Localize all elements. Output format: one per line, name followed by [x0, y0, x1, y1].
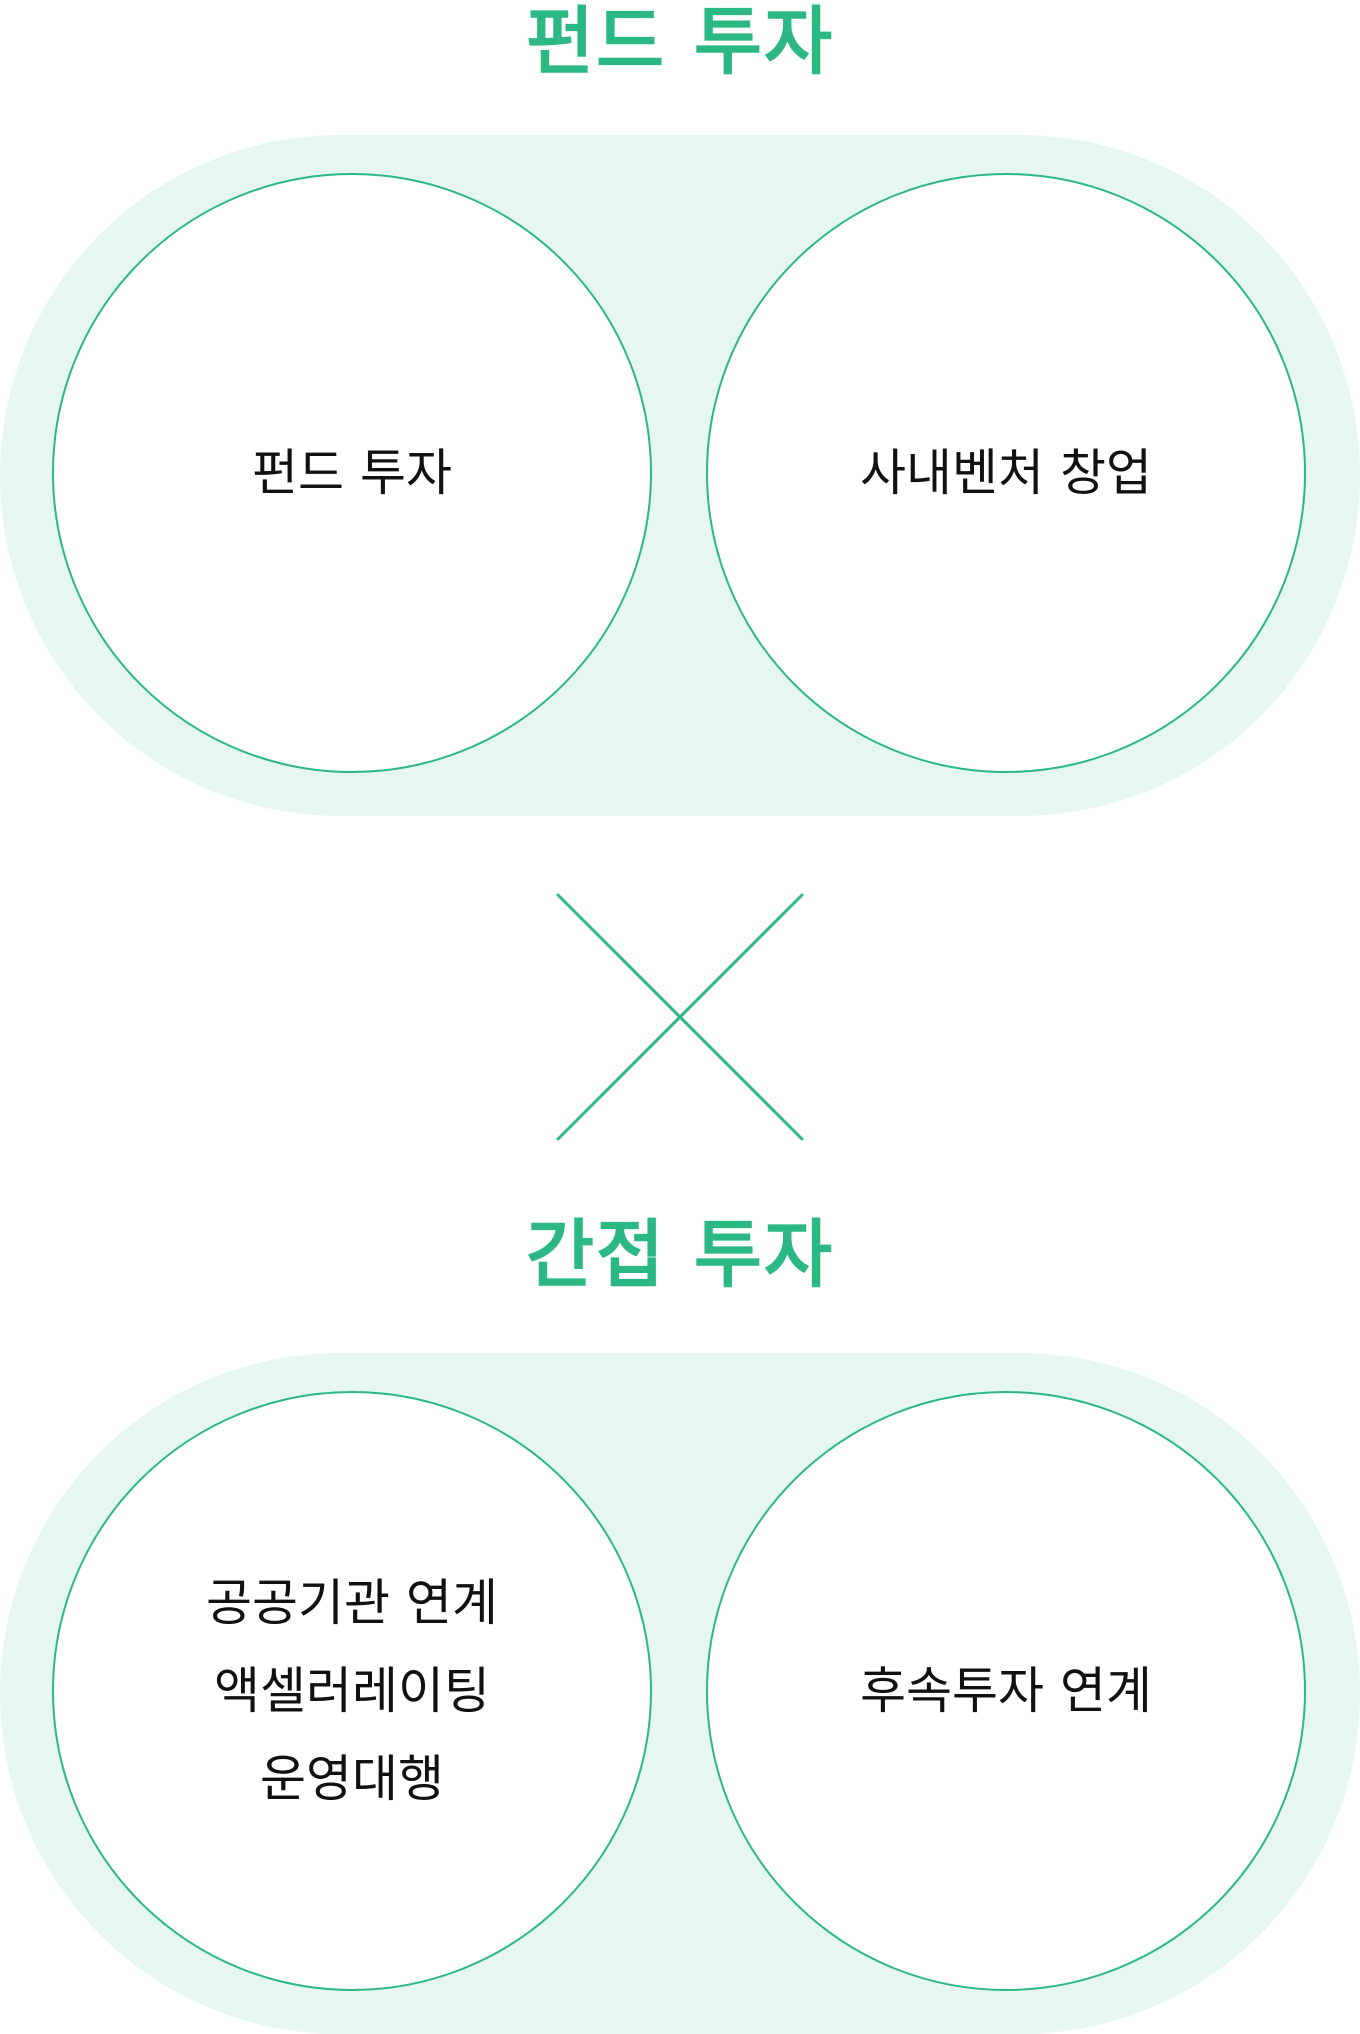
circle-label: 후속투자 연계: [860, 1662, 1152, 1720]
section-title-indirect-investment: 간접 투자: [525, 1212, 835, 1298]
indirect-investment-group: 공공기관 연계 액셀러레이팅 운영대행 후속투자 연계: [0, 1353, 1360, 2034]
circle-label: 운영대행: [260, 1750, 444, 1808]
circle-follow-on-investment: 후속투자 연계: [706, 1391, 1306, 1991]
circle-in-house-venture: 사내벤처 창업: [706, 173, 1306, 773]
circle-label: 액셀러레이팅: [214, 1662, 490, 1720]
fund-investment-group: 펀드 투자 사내벤처 창업: [0, 135, 1360, 816]
section-title-fund-investment: 펀드 투자: [525, 0, 835, 85]
circle-public-institution-linkage: 공공기관 연계 액셀러레이팅 운영대행: [52, 1391, 652, 1991]
circle-label: 사내벤처 창업: [860, 444, 1152, 502]
circle-fund-investment: 펀드 투자: [52, 173, 652, 773]
circle-label: 공공기관 연계: [206, 1574, 498, 1632]
times-icon: [556, 893, 804, 1141]
circle-label: 펀드 투자: [252, 444, 452, 502]
